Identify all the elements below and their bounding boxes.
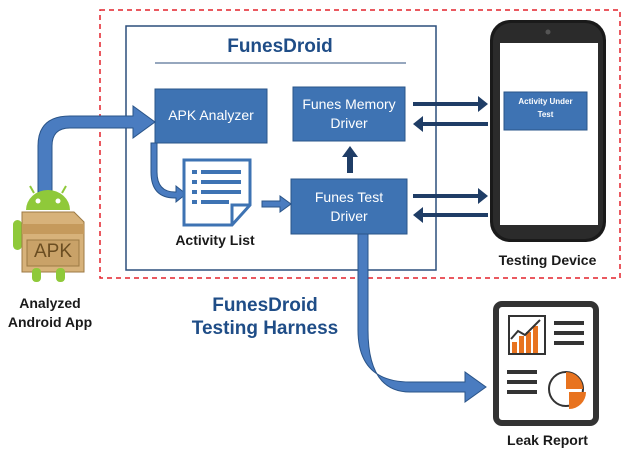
test-to-report-arrow bbox=[357, 233, 487, 403]
test-to-memory-arrow bbox=[342, 146, 358, 173]
apk-analyzer-box bbox=[154, 88, 268, 144]
test-driver-box bbox=[290, 178, 408, 235]
pie-chart-icon bbox=[548, 371, 586, 409]
analyzer-to-list-arrow bbox=[150, 142, 187, 204]
memory-driver-label-line1: Funes Memory bbox=[302, 96, 396, 112]
document-list-icon bbox=[182, 158, 252, 227]
report-icon bbox=[493, 301, 599, 426]
android-apk-icon bbox=[13, 185, 85, 282]
memory-driver-label-line2: Driver bbox=[330, 115, 368, 131]
activity-list-label: Activity List bbox=[175, 232, 255, 248]
leak-report-label: Leak Report bbox=[507, 432, 588, 448]
funesdroid-title: FunesDroid bbox=[227, 36, 333, 57]
android-app-label-line2: Android App bbox=[7, 314, 93, 330]
test-driver-label-line2: Driver bbox=[330, 208, 368, 224]
apk-analyzer-label: APK Analyzer bbox=[168, 107, 254, 123]
apk-text: APK bbox=[33, 241, 73, 262]
test-device-arrows bbox=[413, 188, 488, 223]
harness-label-line1: FunesDroid bbox=[212, 295, 318, 316]
testing-device-label: Testing Device bbox=[498, 252, 597, 268]
smartphone-icon bbox=[490, 20, 606, 242]
android-app-label-line1: Analyzed bbox=[19, 295, 81, 311]
device-screen-text-line1: Activity Under bbox=[518, 97, 573, 106]
test-driver-label-line1: Funes Test bbox=[314, 189, 384, 205]
activity-under-test-box bbox=[503, 91, 588, 131]
device-screen-text-line2: Test bbox=[537, 110, 554, 119]
bar-chart-icon bbox=[508, 315, 546, 355]
memory-driver-box bbox=[292, 86, 406, 142]
list-to-test-driver-arrow bbox=[261, 195, 292, 213]
apk-to-analyzer-arrow bbox=[37, 105, 156, 193]
memory-device-arrows bbox=[413, 96, 488, 132]
harness-label-line2: Testing Harness bbox=[191, 318, 339, 339]
